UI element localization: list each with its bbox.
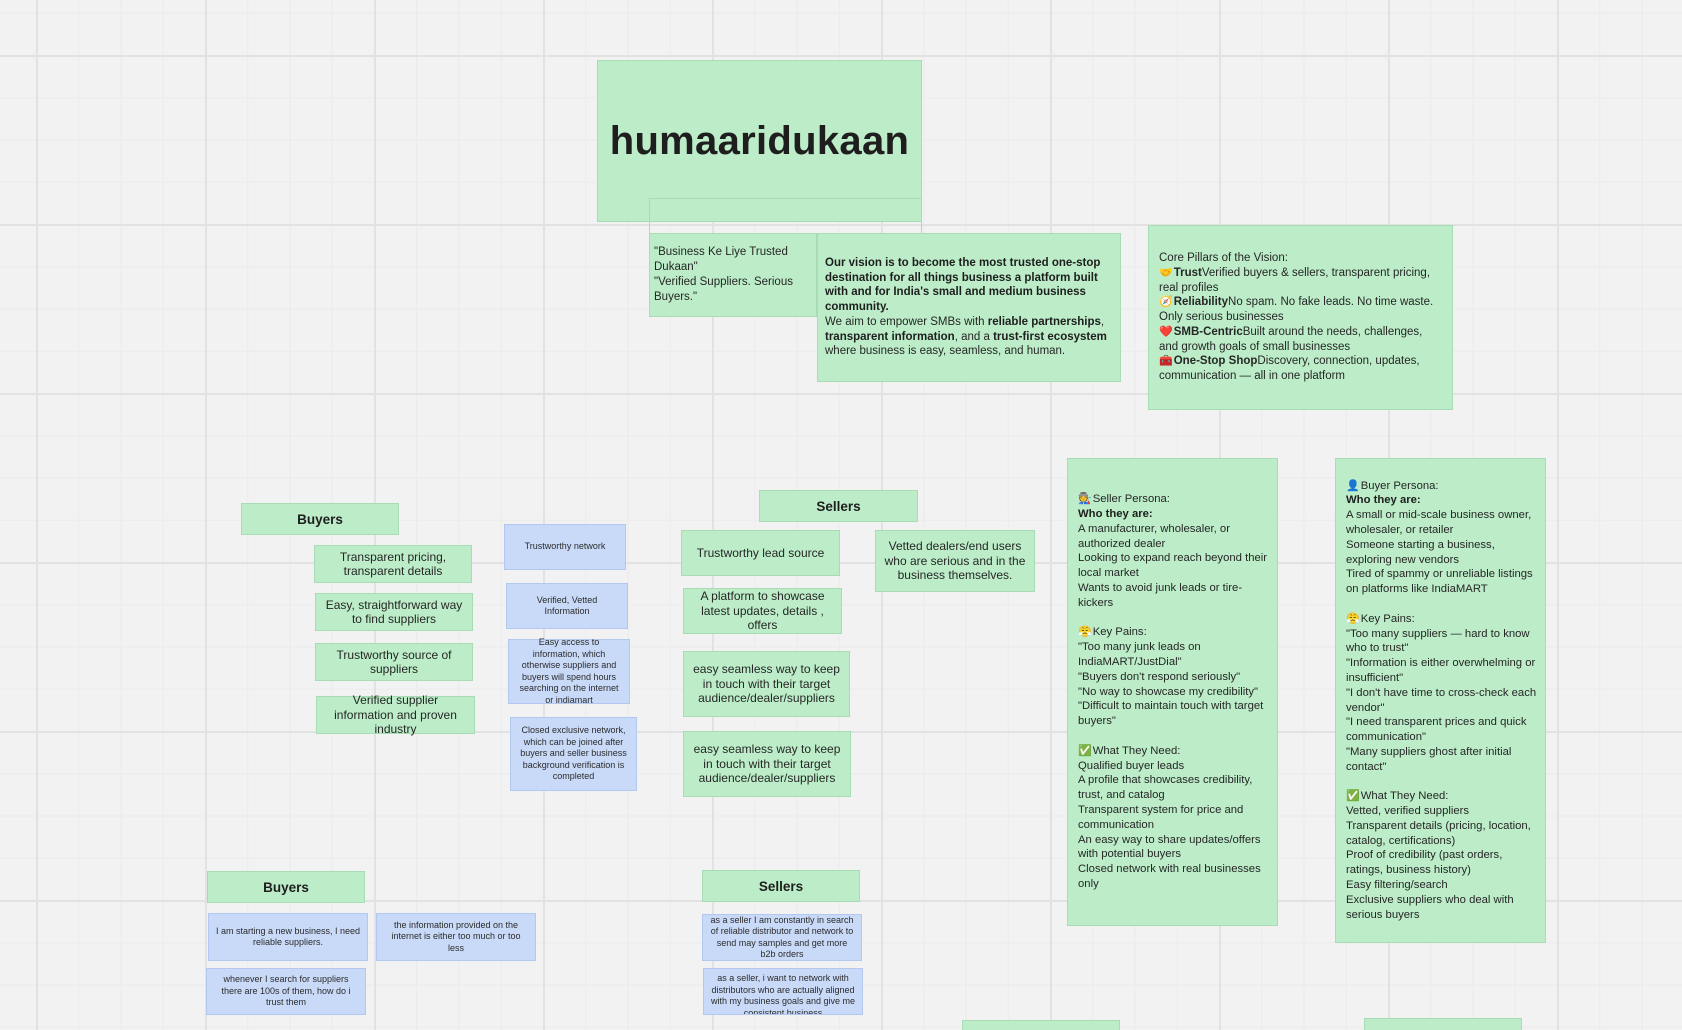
tagline-note[interactable]: "Business Ke Liye Trusted Dukaan" "Verif… [649,233,817,317]
bottom-buyers-note-information[interactable]: the information provided on the internet… [376,913,536,961]
tagline-line-2: "Verified Suppliers. Serious Buyers." [654,276,793,303]
frustrated-face-icon: 😤 [1346,612,1360,625]
seller-persona-note[interactable]: 🧑‍🏭Seller Persona: Who they are: A manuf… [1067,458,1278,926]
vision-note[interactable]: Our vision is to become the most trusted… [817,233,1121,382]
handshake-icon: 🤝 [1159,266,1173,279]
pillars-heading: Core Pillars of the Vision: [1159,251,1288,264]
bottom-sellers-header[interactable]: Sellers [702,870,860,902]
bottom-sellers-note-network[interactable]: as a seller, i want to network with dist… [703,968,863,1015]
buyers-note-pricing[interactable]: Transparent pricing, transparent details [314,545,472,583]
buyers-note-verified-info[interactable]: Verified supplier information and proven… [316,693,475,736]
title-card[interactable]: humaaridukaan [597,60,922,222]
person-icon: 👤 [1346,479,1360,492]
sellers-note-keep-in-touch-2[interactable]: easy seamless way to keep in touch with … [683,731,851,797]
offscreen-note-1[interactable] [962,1020,1120,1030]
shared-note-closed-network[interactable]: Closed exclusive network, which can be j… [510,717,637,791]
sellers-header[interactable]: Sellers [759,490,918,522]
title-connector [649,198,922,234]
bottom-buyers-note-new-business[interactable]: I am starting a new business, I need rel… [208,913,368,961]
pillar-trust: 🤝TrustVerified buyers & sellers, transpa… [1159,266,1431,294]
pillar-smb-centric: ❤️SMB-CentricBuilt around the needs, cha… [1159,325,1423,353]
pillar-reliability: 🧭ReliabilityNo spam. No fake leads. No t… [1159,296,1434,324]
vision-mission: We aim to empower SMBs with reliable par… [825,315,1107,358]
heart-icon: ❤️ [1159,325,1173,338]
shared-note-trustworthy-network[interactable]: Trustworthy network [504,524,626,570]
sellers-note-keep-in-touch-1[interactable]: easy seamless way to keep in touch with … [683,651,850,717]
check-mark-icon: ✅ [1346,790,1360,803]
buyers-header[interactable]: Buyers [241,503,399,535]
core-pillars-note[interactable]: Core Pillars of the Vision: 🤝TrustVerifi… [1148,225,1453,410]
shared-note-verified-information[interactable]: Verified, Vetted Information [506,583,628,629]
buyer-persona-note[interactable]: 👤Buyer Persona: Who they are: A small or… [1335,458,1546,943]
sellers-note-vetted-dealers[interactable]: Vetted dealers/end users who are serious… [875,530,1035,592]
bottom-buyers-note-trust[interactable]: whenever I search for suppliers there ar… [206,968,366,1015]
shared-note-easy-access[interactable]: Easy access to information, which otherw… [508,637,630,705]
sellers-note-showcase[interactable]: A platform to showcase latest updates, d… [683,588,842,634]
check-mark-icon: ✅ [1078,744,1092,757]
toolbox-icon: 🧰 [1159,355,1173,368]
worker-icon: 🧑‍🏭 [1078,493,1092,506]
bottom-sellers-note-distributor[interactable]: as a seller I am constantly in search of… [702,914,862,961]
frustrated-face-icon: 😤 [1078,626,1092,639]
compass-icon: 🧭 [1159,296,1173,309]
buyers-note-trustworthy-source[interactable]: Trustworthy source of suppliers [315,643,473,681]
pillar-one-stop-shop: 🧰One-Stop ShopDiscovery, connection, upd… [1159,355,1420,383]
offscreen-note-2[interactable] [1364,1018,1522,1030]
bottom-buyers-header[interactable]: Buyers [207,871,365,903]
board-title: humaaridukaan [609,118,910,163]
vision-statement: Our vision is to become the most trusted… [825,256,1101,314]
sellers-note-lead-source[interactable]: Trustworthy lead source [681,530,840,576]
buyers-note-easy-find[interactable]: Easy, straightforward way to find suppli… [315,593,473,631]
tagline-line-1: "Business Ke Liye Trusted Dukaan" [654,246,788,274]
